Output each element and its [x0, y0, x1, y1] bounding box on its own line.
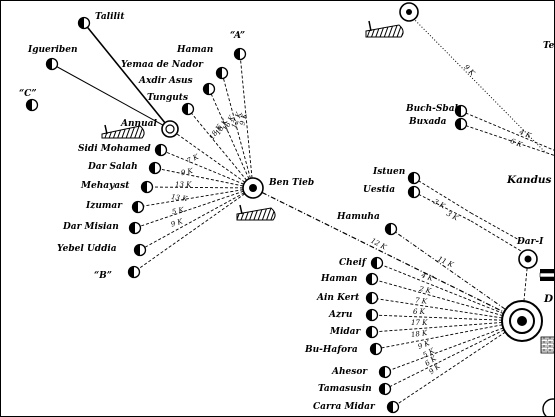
hub-spokes: [133, 53, 254, 273]
place-yemaa: Yemaa de Nador: [121, 60, 203, 70]
half-position-marker: [378, 365, 392, 379]
half-position-marker: [369, 342, 383, 356]
place-sidi-mohamed: Sidi Mohamed: [78, 144, 151, 154]
place-quote-c: “C”: [19, 89, 37, 99]
place-igueriben: Igueriben: [28, 45, 78, 55]
place-uestia: Uestia: [363, 185, 396, 195]
dist-label: 17 K: [411, 319, 428, 327]
place-te: Te: [543, 41, 555, 51]
hub-name: Ben Tieb: [269, 178, 315, 188]
half-position-marker: [131, 200, 145, 214]
place-cheif: Cheif: [339, 258, 366, 268]
road-hub-center: [252, 187, 523, 322]
half-position-marker: [386, 400, 400, 414]
place-quote-b: “B”: [94, 271, 112, 281]
position-markers: [25, 16, 468, 414]
place-ahesor: Ahesor: [332, 367, 368, 377]
half-position-marker: [370, 256, 384, 270]
half-position-marker: [140, 180, 154, 194]
half-position-marker: [378, 382, 392, 396]
half-position-marker: [454, 104, 468, 118]
half-position-marker: [365, 272, 379, 286]
right-links: [413, 110, 554, 252]
road-annual-igueriben: [51, 63, 171, 130]
center-spokes: [371, 258, 529, 408]
place-yebel-uddia: Yebel Uddia: [57, 244, 117, 254]
half-position-marker: [233, 47, 247, 61]
place-annual: Annual: [121, 119, 157, 129]
flag-icon: [539, 269, 554, 281]
place-buch-sbah: Buch-Sbah: [406, 104, 462, 114]
half-position-marker: [148, 161, 162, 175]
place-kandus: Kandus: [507, 174, 552, 186]
half-position-marker: [215, 66, 229, 80]
place-midar: Midar: [330, 327, 361, 337]
place-tamasusin: Tamasusin: [318, 384, 372, 394]
tent-icon-top: [365, 20, 404, 38]
half-position-marker: [127, 265, 141, 279]
half-position-marker: [181, 102, 195, 116]
half-position-marker: [133, 243, 147, 257]
place-quote-a: “A”: [230, 31, 246, 41]
place-azru: Azru: [329, 310, 353, 320]
place-dar-misian: Dar Misian: [63, 222, 119, 232]
road-annual-talilit: [83, 22, 171, 130]
half-position-marker: [407, 171, 421, 185]
place-istuen: Istuen: [373, 167, 406, 177]
half-position-marker: [384, 222, 398, 236]
center-name: D: [544, 293, 554, 305]
place-dar-i: Dar-I: [517, 237, 544, 247]
half-position-marker: [365, 325, 379, 339]
half-position-marker: [407, 185, 421, 199]
place-buxada: Buxada: [409, 117, 447, 127]
half-position-marker: [25, 98, 39, 112]
half-position-marker: [154, 143, 168, 157]
dist-label: 7 K: [414, 296, 428, 306]
place-talilit: Talilit: [95, 12, 125, 22]
dist-label: 6 K: [413, 308, 425, 316]
place-axdir: Axdir Asus: [139, 76, 193, 86]
place-hamuha: Hamuha: [337, 212, 380, 222]
place-mehayast: Mehayast: [81, 181, 130, 191]
dist-label: 13 K: [175, 181, 192, 189]
building-icon: [540, 336, 554, 354]
half-position-marker: [202, 82, 216, 96]
road-top-dotted: [408, 13, 547, 154]
half-position-marker: [454, 117, 468, 131]
place-ain-kert: Ain Kert: [317, 293, 360, 303]
road-hamuha-center: [390, 228, 523, 322]
half-position-marker: [365, 308, 379, 322]
place-izumar: Izumar: [86, 201, 122, 211]
half-position-marker: [45, 57, 59, 71]
position-bottom-circle: [542, 398, 554, 416]
place-tunguts: Tunguts: [147, 93, 189, 103]
half-position-marker: [128, 221, 142, 235]
place-haman-low: Haman: [321, 274, 358, 284]
half-position-marker: [365, 291, 379, 305]
place-bu-hafora: Bu-Hafora: [305, 345, 358, 355]
place-carra-midar: Carra Midar: [313, 402, 375, 412]
tent-icon-annual: [101, 124, 145, 139]
tent-icon-bentieb: [236, 204, 276, 221]
place-dar-salah: Dar Salah: [88, 162, 138, 172]
place-haman-top: Haman: [177, 45, 214, 55]
half-position-marker: [77, 16, 91, 30]
